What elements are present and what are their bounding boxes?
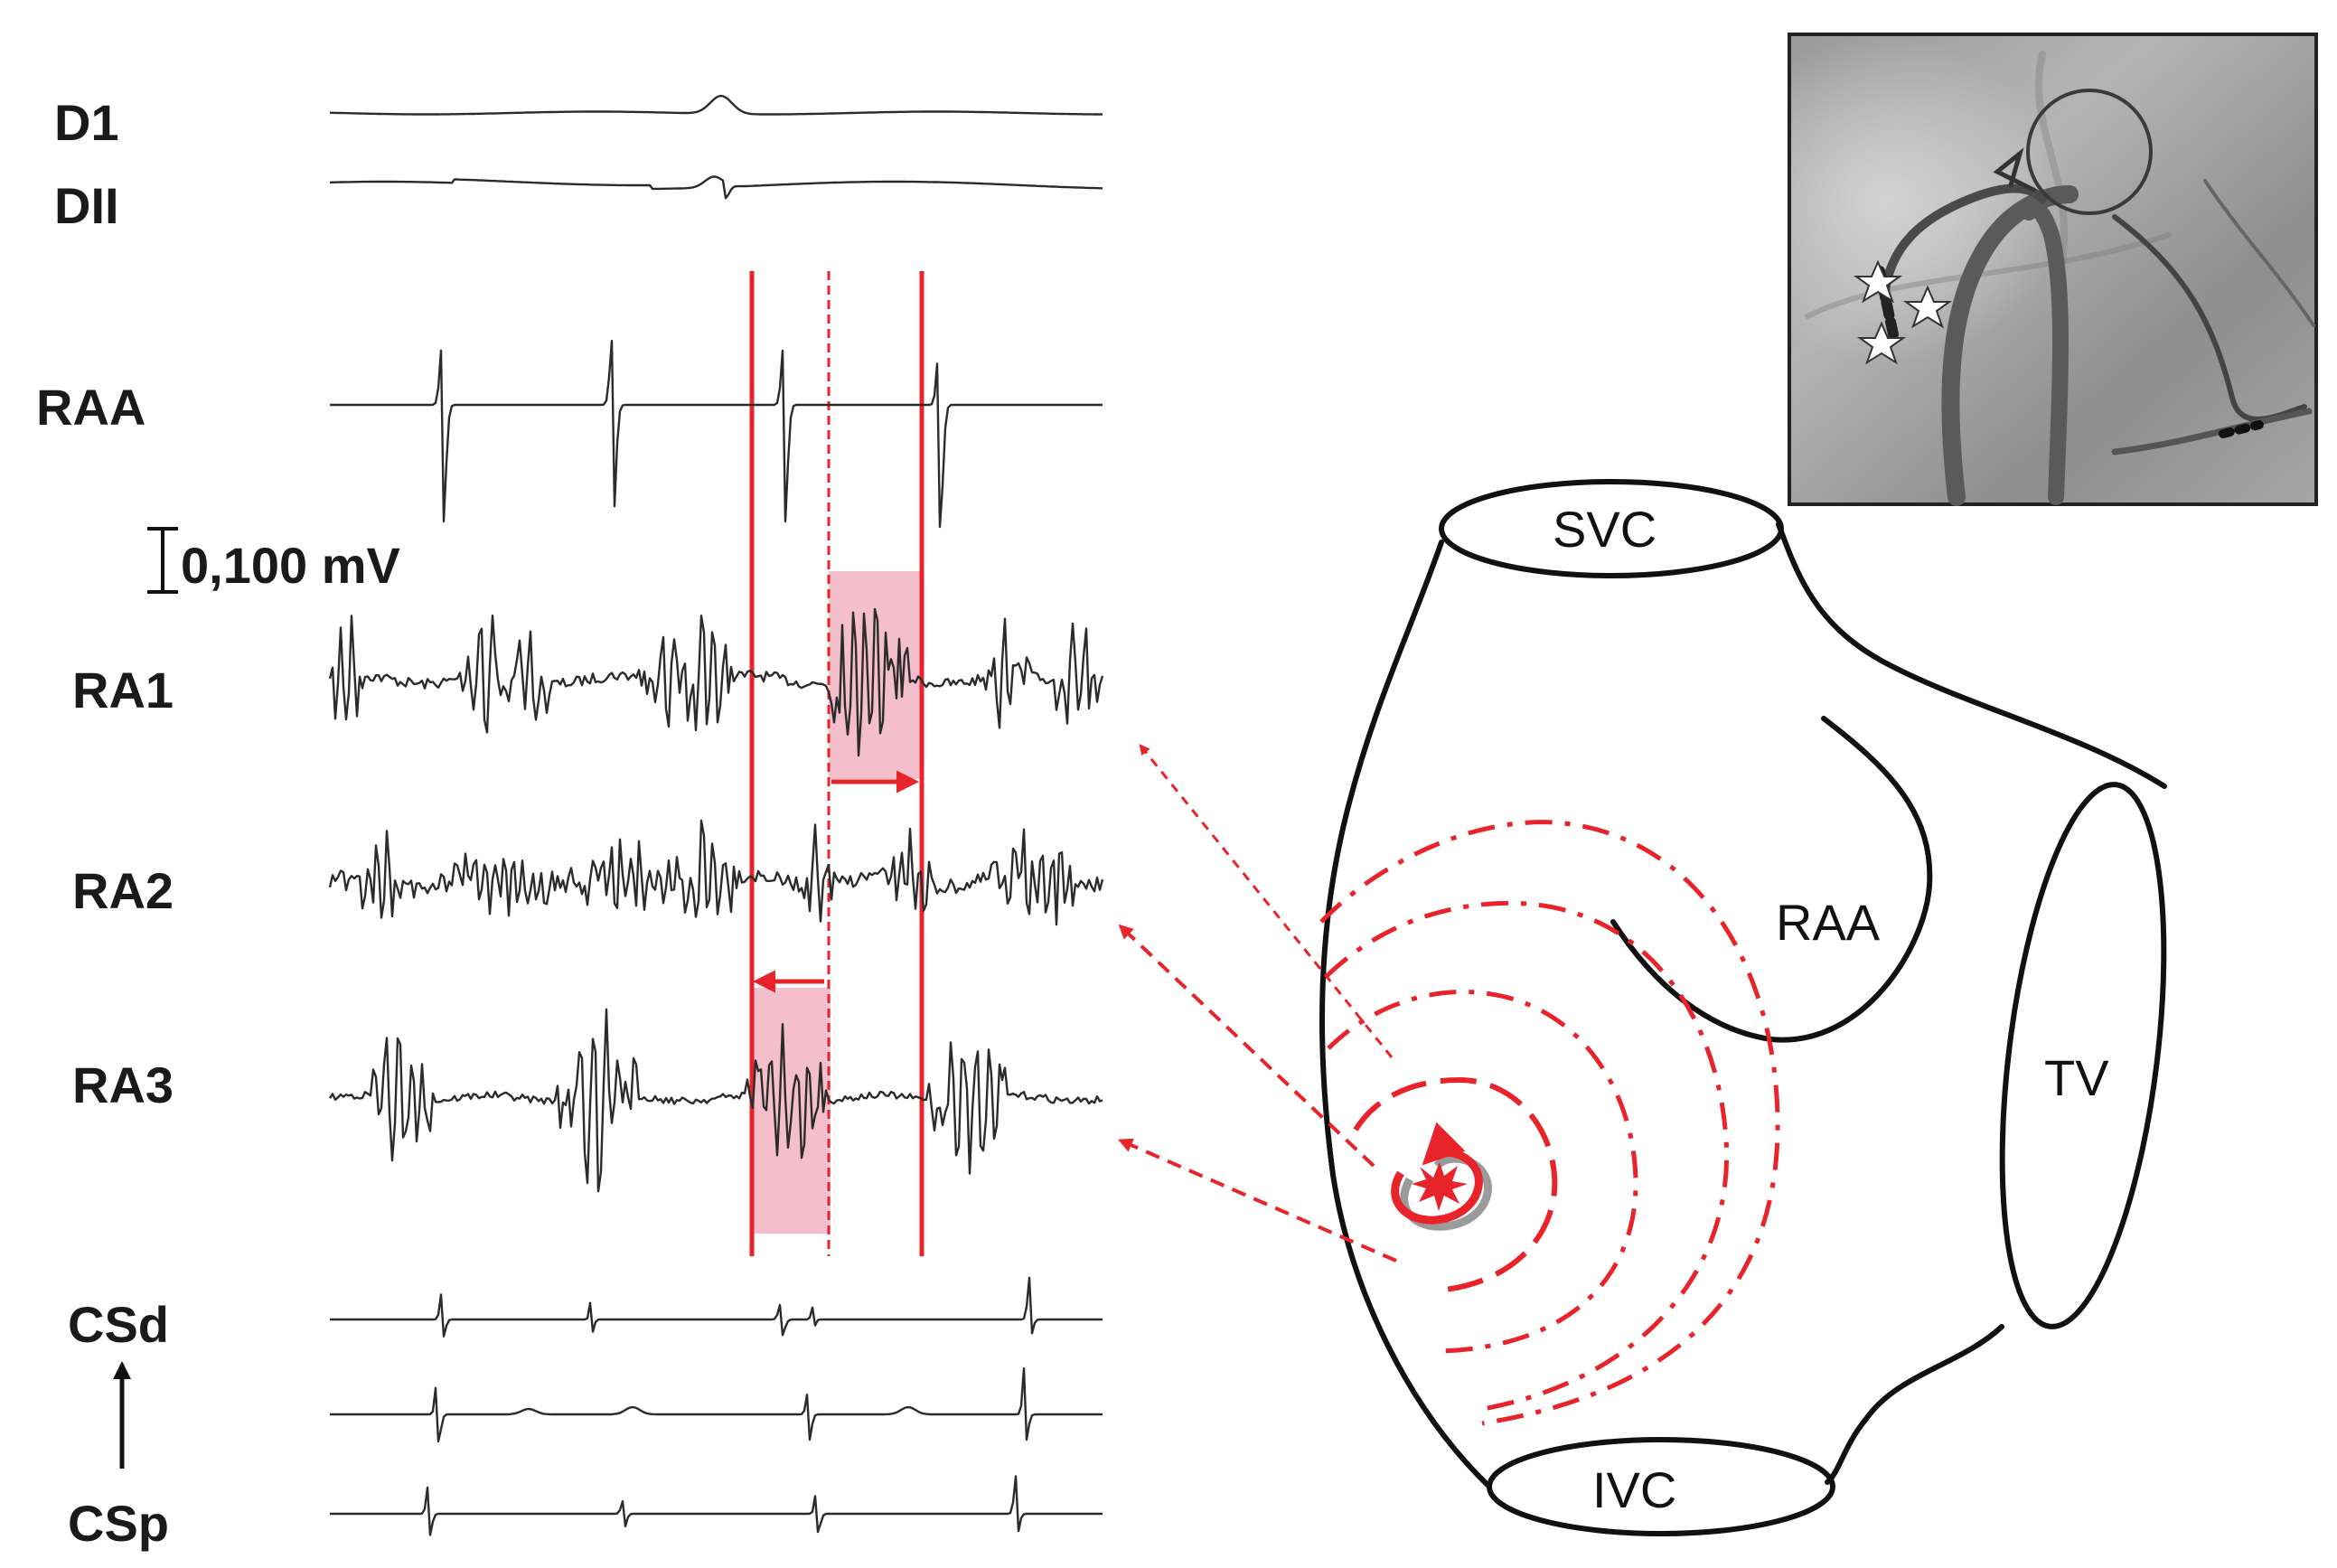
- fluoroscopy-inset: [1788, 33, 2318, 506]
- trace-dii: [330, 175, 1103, 200]
- propagation-arrow-ra1: [1139, 744, 1394, 1058]
- star-icon: [1856, 321, 1907, 365]
- trace-cs-distal: [330, 1276, 1103, 1338]
- star-icon: [1853, 259, 1903, 304]
- right-atrium-schematic: SVC IVC RAA TV: [1319, 479, 2167, 1536]
- wavefront-ring-4: [1319, 820, 1780, 1426]
- ivc-ellipse: [1487, 1437, 1835, 1536]
- atrium-outline-left: [1319, 540, 1492, 1489]
- rotor-loop: [1391, 1122, 1483, 1225]
- voltage-scale-bar: 0,100 mV: [147, 527, 400, 594]
- timing-windows: [749, 271, 924, 1256]
- lasso-catheter: [2026, 89, 2153, 215]
- trace-ra3: [328, 1008, 1103, 1193]
- wavefront-ring-2: [1327, 990, 1638, 1354]
- trace-ra1: [328, 607, 1104, 757]
- label-ra3: RA3: [72, 1056, 174, 1113]
- propagation-arrow-ra2: [1118, 924, 1375, 1168]
- propagation-arrow-ra3: [1118, 1138, 1397, 1263]
- ivc-label: IVC: [1592, 1461, 1676, 1518]
- scale-bar-label: 0,100 mV: [181, 537, 400, 594]
- atrium-outline-bottom-right: [1825, 1324, 2004, 1485]
- trace-ra2: [328, 819, 1104, 926]
- tv-ellipse: [1999, 782, 2167, 1329]
- ra1-activation-window: [829, 571, 922, 779]
- trace-cs-proximal: [330, 1475, 1103, 1536]
- catheter-sheath-2: [2021, 200, 2069, 505]
- raa-anat-label: RAA: [1776, 894, 1881, 951]
- label-csp: CSp: [68, 1495, 169, 1552]
- label-d1: D1: [54, 94, 119, 151]
- label-csd: CSd: [68, 1296, 169, 1353]
- trace-d1: [329, 94, 1103, 116]
- electrogram-traces: [328, 94, 1104, 1536]
- wavefront-ring-3: [1325, 900, 1730, 1413]
- star-burst-icon: [1412, 1162, 1468, 1211]
- raa-outline: [1610, 716, 1933, 1043]
- atrium-outline-top-right: [1776, 521, 2167, 789]
- wavefront-ring-1: [1353, 1076, 1558, 1293]
- svc-label: SVC: [1553, 501, 1657, 558]
- label-raa: RAA: [36, 379, 145, 436]
- trace-raa: [330, 339, 1103, 529]
- label-ra1: RA1: [72, 662, 174, 718]
- svc-ellipse: [1439, 479, 1784, 578]
- star-icon: [1902, 285, 1953, 329]
- label-ra2: RA2: [72, 862, 174, 919]
- label-dii: DII: [54, 177, 119, 234]
- activation-wavefronts: [1118, 744, 1780, 1426]
- lead-labels: D1 DII RAA RA1 RA2 RA3 CSd CSp: [36, 94, 174, 1552]
- trace-cs-mid: [330, 1367, 1103, 1443]
- tv-label: TV: [2044, 1049, 2109, 1106]
